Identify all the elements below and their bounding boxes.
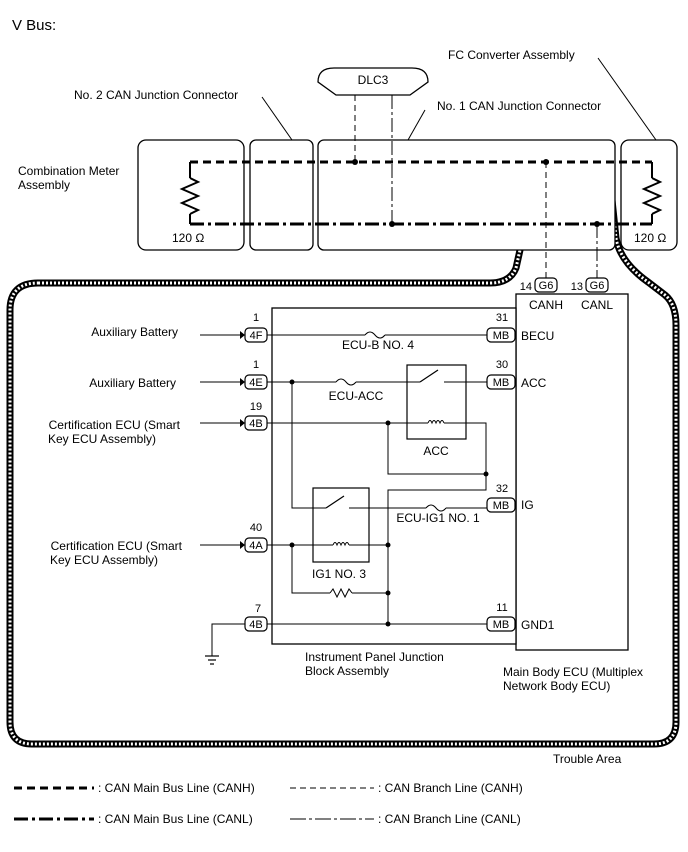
no2-junction-box [249,139,314,251]
legend-branch-canh: : CAN Branch Line (CANH) [378,781,523,795]
connector-mb-32 [486,497,516,513]
4b-19-code: 4B [249,418,262,430]
main-body-canh-junction [543,159,549,165]
ground-symbol [205,623,245,665]
mb-connectors: 31 MB 30 MB 32 MB 11 MB [486,312,516,632]
4b-19-pin: 19 [250,401,262,413]
input-connectors: 1 4F 1 4E 19 4B 40 4A 7 4B [200,312,268,632]
mb-30-code: MB [493,377,510,389]
ip-junction-block-box [271,307,517,645]
legend-main-canh: : CAN Main Bus Line (CANH) [98,781,255,795]
acc-relay-label: ACC [423,444,449,458]
canh-label: CANH [529,298,563,312]
no1-junction-label: No. 1 CAN Junction Connector [437,99,601,113]
canl-label: CANL [581,298,613,312]
legend: : CAN Main Bus Line (CANH) : CAN Branch … [14,781,523,826]
fc-converter-label: FC Converter Assembly [448,48,575,62]
ig1-relay [312,487,370,563]
mb-32-code: MB [493,500,510,512]
legend-branch-canl: : CAN Branch Line (CANL) [378,812,521,826]
combination-meter-label-2: Assembly [18,178,70,192]
ecu-b-fuse-label: ECU-B NO. 4 [342,338,414,352]
mb-31-pin: 31 [496,312,508,324]
acc-relay [406,364,467,440]
acc-label: ACC [521,376,547,390]
ip-junction-block-label-2: Block Assembly [305,664,389,678]
main-body-ecu-label-1: Main Body ECU (Multiplex [503,665,643,679]
4b-7-pin: 7 [255,603,261,615]
combination-meter-label-1: Combination Meter [18,164,119,178]
trouble-area-label: Trouble Area [553,752,622,766]
mb-30-pin: 30 [496,359,508,371]
4f-code: 4F [250,330,263,342]
ig-label: IG [521,498,534,512]
no1-junction-box [317,139,616,251]
4a-pin: 40 [250,522,262,534]
dlc3-connector: DLC3 [317,67,429,96]
resistor-right-label: 120 Ω [634,231,666,245]
mb-32-pin: 32 [496,483,508,495]
no1-junction-leader [407,109,426,141]
terminating-resistor-right [641,162,663,224]
main-body-ecu-label-2: Network Body ECU) [503,679,610,693]
mb-11-code: MB [493,619,510,631]
ip-junction-block-label-1: Instrument Panel Junction [305,650,444,664]
4b-7-code: 4B [249,619,262,631]
g6-canh-connector [534,277,558,293]
aux-battery-1-label: Auxiliary Battery [91,325,178,339]
ecu-acc-fuse-label: ECU-ACC [329,389,384,403]
4e-pin: 1 [253,359,259,371]
gnd1-label: GND1 [521,618,555,632]
cert-ecu-2-label-2: Key ECU Assembly) [50,553,158,567]
dlc3-canh-junction [352,159,358,165]
cert-ecu-1-label-1: Certification ECU (Smart [49,418,181,432]
becu-label: BECU [521,329,554,343]
fc-converter-leader [597,57,657,141]
g6-canl-connector [585,277,609,293]
aux-battery-2-label: Auxiliary Battery [89,376,176,390]
4e-code: 4E [249,377,262,389]
4a-code: 4A [249,540,263,552]
legend-main-canl: : CAN Main Bus Line (CANL) [98,812,253,826]
junction-dots [289,379,489,627]
no2-junction-label: No. 2 CAN Junction Connector [74,88,238,102]
cert-ecu-1-label-2: Key ECU Assembly) [48,432,156,446]
main-body-ecu-box [515,293,629,651]
ig1-relay-label: IG1 NO. 3 [312,567,366,581]
diagram-title: V Bus: [12,17,56,34]
no2-junction-leader [261,96,293,141]
terminating-resistor-left [179,162,201,224]
ecu-ig1-fuse-label: ECU-IG1 NO. 1 [396,511,480,525]
main-body-canl-junction [594,221,600,227]
mb-11-pin: 11 [496,602,507,614]
dlc3-label: DLC3 [358,73,389,87]
4f-pin: 1 [253,312,259,324]
g6-canl-code: G6 [590,280,605,292]
g6-canh-pin: 14 [520,281,532,293]
resistor-left-label: 120 Ω [172,231,204,245]
dlc3-canl-junction [389,221,395,227]
g6-canh-code: G6 [539,280,554,292]
g6-canl-pin: 13 [571,281,583,293]
cert-ecu-2-label-1: Certification ECU (Smart [51,539,183,553]
mb-31-code: MB [493,330,510,342]
